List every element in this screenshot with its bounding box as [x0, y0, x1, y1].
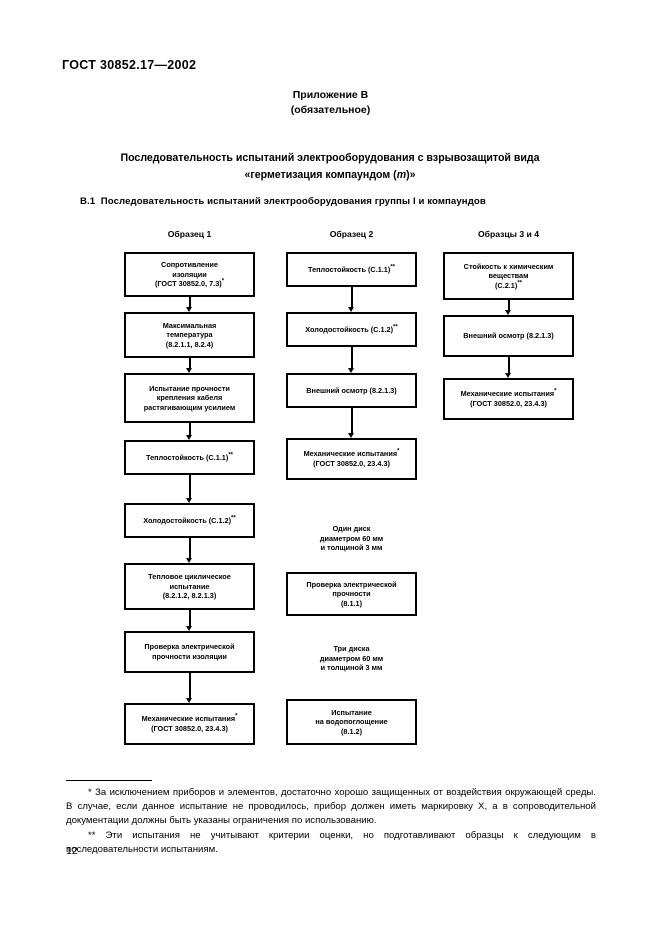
flow-node-c3-2: Внешний осмотр (8.2.1.3) — [443, 315, 574, 357]
connector-c3-2 — [507, 357, 510, 374]
connector-c1-2 — [188, 358, 191, 369]
connector-c1-7 — [188, 673, 191, 699]
arrow-head-icon — [186, 435, 192, 440]
footnote-2: ** Эти испытания не учитывают критерии о… — [66, 829, 596, 855]
connector-c1-6 — [188, 610, 191, 627]
standard-id: ГОСТ 30852.17—2002 — [62, 58, 197, 72]
arrow-head-icon — [186, 368, 192, 373]
page-title-line2-italic: m — [396, 169, 407, 181]
flow-node-c1-8: Механические испытания*(ГОСТ 30852.0, 23… — [124, 703, 255, 745]
footnote-separator — [66, 780, 152, 781]
node-label: Холодостойкость (С.1.2)** — [305, 324, 398, 334]
connector-c1-5 — [188, 538, 191, 559]
arrow-head-icon — [348, 368, 354, 373]
arrow-head-icon — [186, 498, 192, 503]
connector-c1-3 — [188, 423, 191, 436]
flow-node-c2-4: Механические испытания*(ГОСТ 30852.0, 23… — [286, 438, 417, 480]
node-label: Механические испытания*(ГОСТ 30852.0, 23… — [141, 713, 238, 733]
flow-node-c1-4: Теплостойкость (С.1.1)** — [124, 440, 255, 475]
column-header-3: Образцы 3 и 4 — [477, 229, 540, 239]
node-label: Холодостойкость (С.1.2)** — [143, 515, 236, 525]
footnotes: * За исключением приборов и элементов, д… — [66, 786, 596, 857]
page-title-line2-before: «герметизация компаундом ( — [244, 169, 397, 181]
arrow-head-icon — [186, 558, 192, 563]
page-title-line2-after: )» — [406, 169, 416, 181]
connector-c1-4 — [188, 475, 191, 499]
arrow-head-icon — [186, 626, 192, 631]
node-label: Внешний осмотр (8.2.1.3) — [306, 385, 397, 395]
node-label: Теплостойкость (С.1.1)** — [146, 452, 233, 462]
page-title: Последовательность испытаний электрообор… — [80, 150, 580, 184]
arrow-head-icon — [186, 307, 192, 312]
annex-title: Приложение В — [292, 89, 369, 101]
flow-node-c3-3: Механические испытания*(ГОСТ 30852.0, 23… — [443, 378, 574, 420]
connector-c3-1 — [507, 300, 510, 311]
page-title-line2: «герметизация компаундом (m)» — [80, 167, 580, 184]
arrow-head-icon — [505, 310, 511, 315]
connector-c2-1 — [350, 287, 353, 308]
flow-node-c2-2: Холодостойкость (С.1.2)** — [286, 312, 417, 347]
connector-c2-3 — [350, 408, 353, 434]
node-label: Механические испытания*(ГОСТ 30852.0, 23… — [460, 388, 557, 408]
footnote-1: * За исключением приборов и элементов, д… — [66, 787, 596, 827]
annex-heading: Приложение В (обязательное) — [0, 88, 661, 118]
connector-c2-2 — [350, 347, 353, 369]
connector-c1-1 — [188, 297, 191, 308]
arrow-head-icon — [348, 307, 354, 312]
node-label: Механические испытания*(ГОСТ 30852.0, 23… — [303, 448, 400, 468]
section-heading: В.1 Последовательность испытаний электро… — [80, 196, 486, 207]
flow-node-c2-3: Внешний осмотр (8.2.1.3) — [286, 373, 417, 408]
node-label: Теплостойкость (С.1.1)** — [308, 264, 395, 274]
arrow-head-icon — [505, 373, 511, 378]
section-title-text: Последовательность испытаний электрообор… — [100, 196, 486, 207]
column-header-2: Образец 2 — [329, 229, 374, 239]
node-label: Внешний осмотр (8.2.1.3) — [463, 331, 554, 341]
annex-subtitle: (обязательное) — [290, 104, 371, 116]
flow-node-c1-5: Холодостойкость (С.1.2)** — [124, 503, 255, 538]
column-header-1: Образец 1 — [167, 229, 212, 239]
arrow-head-icon — [186, 698, 192, 703]
section-number: В.1 — [80, 196, 96, 207]
page-title-line1: Последовательность испытаний электрообор… — [120, 152, 540, 164]
arrow-head-icon — [348, 433, 354, 438]
page-number: 12 — [66, 845, 78, 857]
flow-node-c2-1: Теплостойкость (С.1.1)** — [286, 252, 417, 287]
